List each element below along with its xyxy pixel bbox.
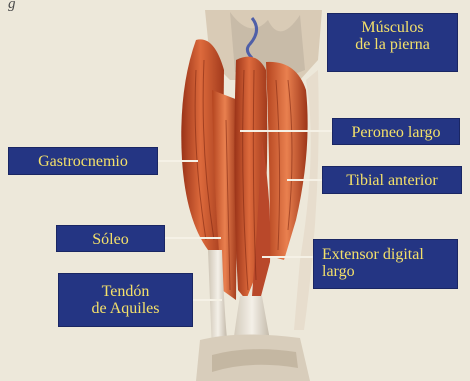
gastrocnemio-label: Gastrocnemio bbox=[8, 147, 158, 175]
peroneo-largo-label: Peroneo largo bbox=[332, 118, 460, 145]
title-line2: de la pierna bbox=[334, 36, 451, 53]
soleo-label: Sóleo bbox=[56, 225, 165, 252]
tibialis-muscle bbox=[266, 62, 308, 260]
extensor-label: Extensor digital largo bbox=[313, 239, 458, 289]
tendon-line2: de Aquiles bbox=[65, 300, 186, 317]
title-label: Músculos de la pierna bbox=[327, 13, 458, 72]
tendon-label: Tendón de Aquiles bbox=[58, 273, 193, 327]
gastrocnemio-text: Gastrocnemio bbox=[13, 153, 153, 170]
tibial-anterior-text: Tibial anterior bbox=[327, 172, 457, 189]
extensor-line1: Extensor digital bbox=[322, 246, 449, 263]
extensor-line2: largo bbox=[322, 263, 449, 280]
peroneo-largo-text: Peroneo largo bbox=[337, 124, 455, 141]
tendon-line1: Tendón bbox=[65, 283, 186, 300]
title-line1: Músculos bbox=[334, 19, 451, 36]
tibial-anterior-label: Tibial anterior bbox=[322, 166, 462, 194]
soleo-text: Sóleo bbox=[61, 231, 160, 248]
